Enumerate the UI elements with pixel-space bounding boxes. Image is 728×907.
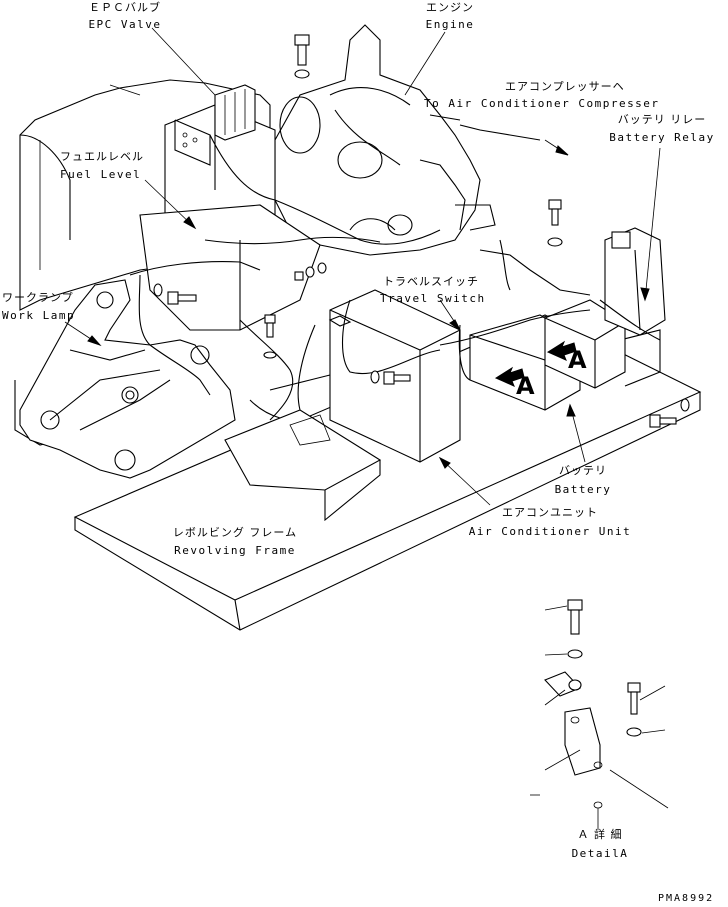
fuel-level-label-en: Fuel Level — [60, 168, 142, 181]
revolving-frame-label-en: Revolving Frame — [174, 544, 296, 557]
bolt-frame-right — [649, 398, 690, 428]
battery-right — [544, 299, 626, 389]
travel-switch-label-jp: トラベルスイッチ — [383, 275, 479, 288]
compressor-label-jp: エアコンプレッサーヘ — [505, 80, 625, 93]
battery-relay-label-en: Battery Relay — [609, 131, 715, 144]
bolt-center — [263, 314, 277, 359]
epc-valve-label-jp: ＥＰＣバルブ — [89, 1, 161, 14]
work-lamp-label-en: Work Lamp — [2, 309, 76, 322]
detail-bolt-right — [626, 682, 642, 737]
boom-bracket — [19, 279, 236, 479]
battery-arrow-markers — [494, 340, 577, 387]
bolts — [153, 34, 690, 428]
bolt-right-top — [547, 199, 563, 247]
detail-a-drawing — [530, 599, 669, 830]
revolving-frame-label-jp: レボルビング フレーム — [172, 526, 298, 539]
battery-label-jp: バッテリ — [559, 464, 607, 477]
engine-label-en: Engine — [425, 18, 475, 31]
bolt-aircon — [370, 370, 411, 385]
fuel-level-label-jp: フュエルレベル — [60, 150, 144, 163]
floor-cover — [224, 409, 382, 522]
detail-bolt-top — [567, 599, 583, 659]
detail-a-label-jp: Ａ 詳 細 — [577, 828, 623, 841]
air-conditioner-unit-label-jp: エアコンユニット — [502, 506, 598, 519]
bolt-engine-top — [294, 34, 310, 79]
battery-relay-label-jp: バッテリ リレー — [617, 113, 707, 126]
battery-marker-a-left: A — [516, 372, 535, 400]
drawing-code: PMA8992 — [658, 893, 715, 904]
work-lamp-label-jp: ワークランプ — [2, 291, 74, 304]
battery-label-en: Battery — [554, 483, 612, 496]
engine-block — [274, 24, 496, 256]
detail-a-label-en: DetailA — [571, 847, 629, 860]
bolt-left-boom — [153, 283, 197, 305]
travel-switch-label-en: Travel Switch — [380, 292, 486, 305]
wire-harness — [129, 114, 591, 421]
engine-label-jp: エンジン — [426, 1, 474, 14]
bolt-small-center — [294, 262, 327, 281]
battery-relay — [599, 227, 666, 341]
leader-lines — [39, 27, 661, 506]
compressor-label-en: To Air Conditioner Compresser — [424, 97, 660, 110]
epc-valve-label-en: EPC Valve — [88, 18, 162, 31]
air-conditioner-unit-label-en: Air Conditioner Unit — [468, 525, 632, 538]
battery-marker-a-right: A — [568, 346, 587, 374]
